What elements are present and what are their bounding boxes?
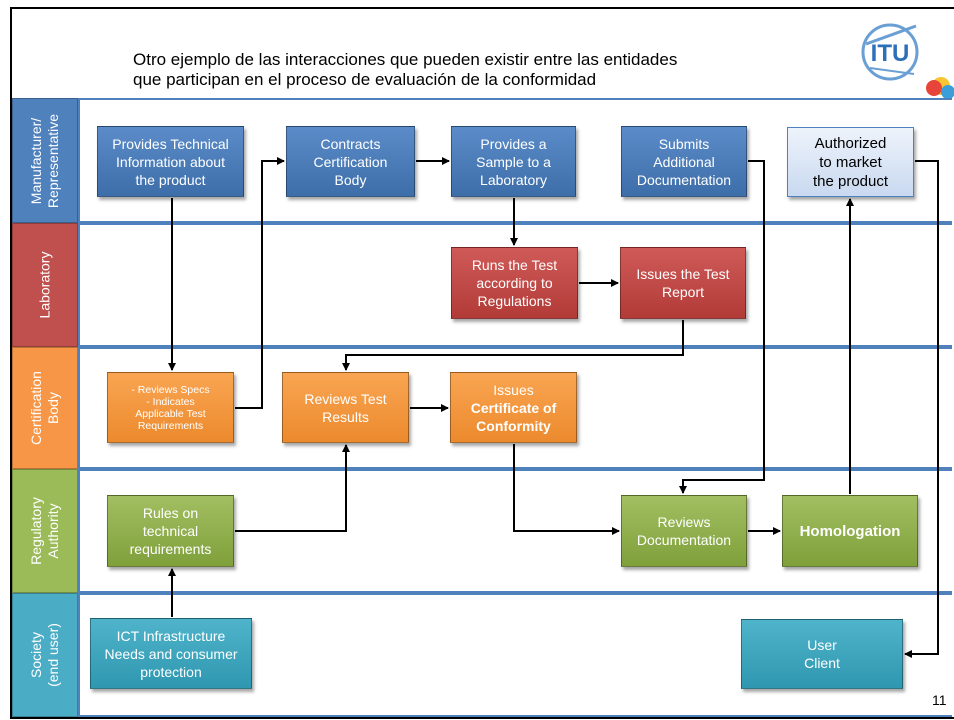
box-contracts-certification-body: Contracts Certification Body bbox=[286, 126, 415, 197]
box-line: Results bbox=[322, 408, 369, 425]
box-line: Issues the Test bbox=[636, 266, 730, 282]
box-line: Conformity bbox=[476, 417, 551, 434]
box-line: Provides Technical bbox=[112, 135, 229, 152]
arrow-rules-to-reviews-results bbox=[235, 444, 350, 532]
box-line: Certification bbox=[313, 153, 388, 170]
box-reviews-specs: - Reviews Specs - Indicates Applicable T… bbox=[107, 372, 234, 443]
box-provides-sample: Provides a Sample to a Laboratory bbox=[451, 126, 576, 197]
box-line: Requirements bbox=[137, 419, 204, 432]
box-line: ICT Infrastructure bbox=[116, 627, 226, 644]
box-line: to market bbox=[819, 153, 882, 171]
box-line: Submits bbox=[658, 135, 710, 152]
box-line: Issues bbox=[493, 381, 534, 398]
box-line: Applicable Test bbox=[135, 407, 206, 420]
box-line: Documentation bbox=[636, 532, 732, 548]
slide-frame bbox=[10, 7, 954, 719]
box-line: Documentation bbox=[636, 171, 732, 188]
slide-title: Otro ejemplo de las interacciones que pu… bbox=[133, 50, 833, 90]
box-homologation: Homologation bbox=[782, 495, 918, 567]
lane-label-laboratory: Laboratory bbox=[12, 223, 78, 347]
box-line: Certificate of bbox=[470, 399, 557, 416]
box-authorized-to-market: Authorized to market the product bbox=[787, 127, 914, 197]
box-line: the product bbox=[812, 172, 889, 190]
box-line: according to bbox=[476, 275, 553, 291]
box-provides-technical-info: Provides Technical Information about the… bbox=[97, 126, 244, 197]
lane-society: Society(end user) bbox=[12, 593, 952, 717]
arrow-submits-to-reviews-doc bbox=[679, 160, 765, 494]
box-line: requirements bbox=[129, 541, 212, 557]
title-line-2: que participan en el proceso de evaluaci… bbox=[133, 70, 597, 89]
box-user-client: User Client bbox=[741, 619, 903, 689]
box-line: Body bbox=[334, 171, 367, 188]
box-issues-certificate: Issues Certificate of Conformity bbox=[450, 372, 577, 443]
box-submits-documentation: Submits Additional Documentation bbox=[621, 126, 747, 197]
lane-label-society: Society(end user) bbox=[12, 593, 78, 717]
itu-logo: ITU bbox=[861, 23, 954, 98]
box-line: protection bbox=[140, 663, 202, 680]
box-line: Report bbox=[661, 284, 705, 300]
box-line: Contracts bbox=[320, 135, 381, 152]
box-issues-test-report: Issues the Test Report bbox=[620, 247, 746, 319]
svg-text:ITU: ITU bbox=[871, 40, 910, 67]
box-line: Sample to a bbox=[476, 153, 551, 170]
arrow-authorized-to-user bbox=[904, 160, 939, 658]
box-line: Provides a bbox=[480, 135, 547, 152]
lane-laboratory: Laboratory bbox=[12, 223, 952, 347]
page-number: 11 bbox=[932, 692, 947, 708]
box-line: Client bbox=[804, 655, 840, 671]
box-line: Reviews bbox=[657, 514, 711, 530]
box-line: Additional bbox=[653, 153, 715, 170]
arrow-cert-to-reviews-doc bbox=[513, 444, 620, 535]
box-line: Regulations bbox=[477, 293, 552, 309]
box-line: Rules on bbox=[142, 505, 199, 521]
box-line: Authorized bbox=[814, 134, 887, 152]
arrow-specs-to-contracts bbox=[235, 157, 285, 409]
box-rules-technical-requirements: Rules on technical requirements bbox=[107, 495, 234, 567]
lane-label-manufacturer: Manufacturer/Representative bbox=[12, 98, 78, 223]
box-line: Homologation bbox=[799, 522, 901, 540]
box-line: Needs and consumer bbox=[104, 645, 238, 662]
box-line: User bbox=[807, 637, 837, 653]
lane-body bbox=[78, 593, 952, 717]
arrow-report-to-reviews-results bbox=[342, 320, 684, 371]
box-line: Information about bbox=[116, 153, 225, 170]
box-line: - Reviews Specs bbox=[131, 383, 210, 396]
box-line: Runs the Test bbox=[471, 257, 558, 273]
box-line: the product bbox=[135, 171, 206, 188]
box-runs-test: Runs the Test according to Regulations bbox=[451, 247, 578, 319]
box-line: Laboratory bbox=[480, 171, 547, 188]
box-ict-infrastructure: ICT Infrastructure Needs and consumer pr… bbox=[90, 618, 252, 689]
box-line: Reviews Test bbox=[304, 390, 387, 407]
title-line-1: Otro ejemplo de las interacciones que pu… bbox=[133, 50, 678, 69]
box-reviews-documentation: Reviews Documentation bbox=[621, 495, 747, 567]
box-line: technical bbox=[142, 523, 199, 539]
box-reviews-test-results: Reviews Test Results bbox=[282, 372, 409, 443]
box-line: - Indicates bbox=[146, 395, 195, 408]
